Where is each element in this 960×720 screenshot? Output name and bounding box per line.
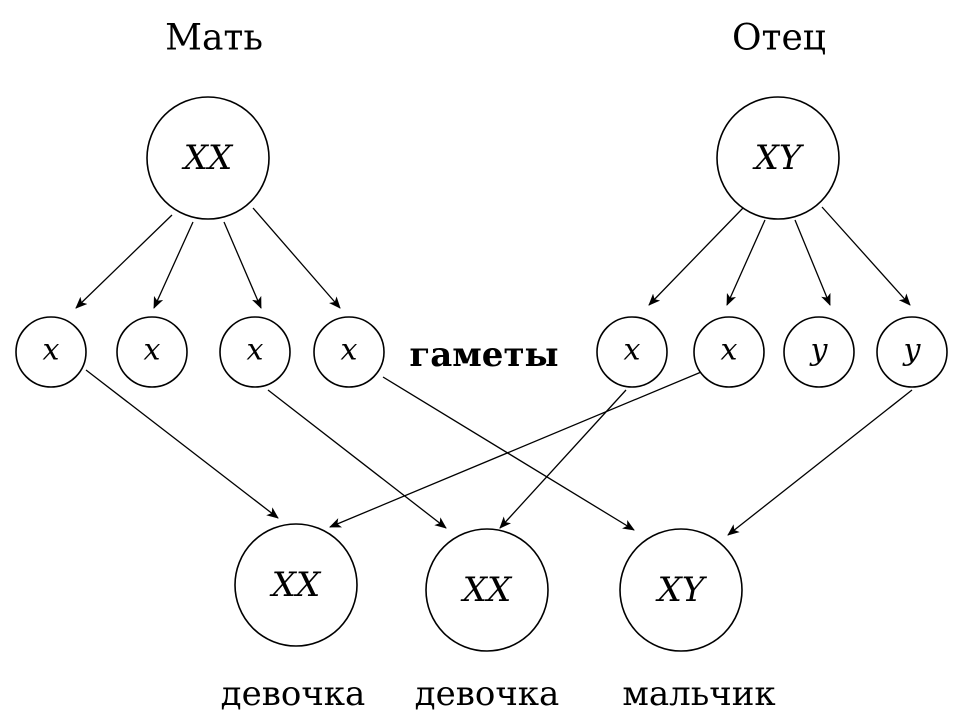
mother-gamete-4-circle — [313, 316, 385, 388]
edge-father-to-gamete-2 — [726, 219, 766, 306]
mother-circle — [146, 96, 270, 220]
father-label: Отец — [732, 18, 826, 59]
children: XX девочка XX девочка XY мальчик — [221, 523, 776, 714]
child-3-genotype: XY — [655, 570, 708, 610]
edge-fgamete-4-to-child-3 — [727, 389, 913, 536]
father-node: XY — [716, 96, 840, 220]
child-3-circle — [619, 528, 743, 652]
edge-mgamete-3-to-child-2 — [267, 389, 447, 529]
mother-gamete-3-circle — [219, 316, 291, 388]
mother-gamete-4: x — [341, 333, 358, 368]
child-1-genotype: XX — [269, 565, 322, 605]
edge-father-to-gamete-3 — [794, 219, 831, 306]
mother-gamete-2-circle — [116, 316, 188, 388]
child-2-genotype: XX — [460, 570, 513, 610]
father-gamete-3: y — [809, 333, 829, 368]
edge-fgamete-2-to-child-1 — [329, 369, 707, 528]
father-gamete-1: x — [624, 333, 641, 368]
edge-mother-to-gamete-3 — [223, 221, 262, 309]
father-gamete-2-circle — [693, 316, 765, 388]
mother-gamete-1-circle — [15, 316, 87, 388]
edge-mother-to-gamete-1 — [75, 214, 173, 309]
edge-mgamete-4-to-child-3 — [382, 376, 635, 531]
mother-gametes: x x x x — [15, 316, 385, 388]
father-gamete-1-circle — [596, 316, 668, 388]
father-gamete-3-circle — [783, 316, 855, 388]
father-circle — [716, 96, 840, 220]
mother-gamete-3: x — [247, 333, 264, 368]
edges — [75, 206, 913, 536]
child-1-label: девочка — [221, 674, 366, 714]
child-3-label: мальчик — [622, 674, 775, 714]
father-gamete-2: x — [721, 333, 738, 368]
mother-label: Мать — [165, 18, 263, 59]
mother-gamete-1: x — [43, 333, 60, 368]
father-gametes: x x y y — [596, 316, 948, 388]
edge-mother-to-gamete-2 — [153, 221, 194, 309]
edge-father-to-gamete-4 — [821, 206, 911, 306]
father-gamete-4-circle — [876, 316, 948, 388]
mother-node: XX — [146, 96, 270, 220]
edge-mother-to-gamete-4 — [252, 207, 341, 309]
edge-fgamete-1-to-child-2 — [499, 389, 627, 529]
mother-genotype: XX — [181, 138, 234, 178]
father-genotype: XY — [752, 138, 805, 178]
father-gamete-4: y — [902, 333, 922, 368]
child-2-circle — [425, 528, 549, 652]
child-2-label: девочка — [415, 674, 560, 714]
gametes-label: гаметы — [409, 335, 558, 375]
child-1-circle — [234, 523, 358, 647]
edge-father-to-gamete-1 — [648, 207, 744, 306]
edge-mgamete-1-to-child-1 — [85, 369, 279, 519]
mother-gamete-2: x — [144, 333, 161, 368]
